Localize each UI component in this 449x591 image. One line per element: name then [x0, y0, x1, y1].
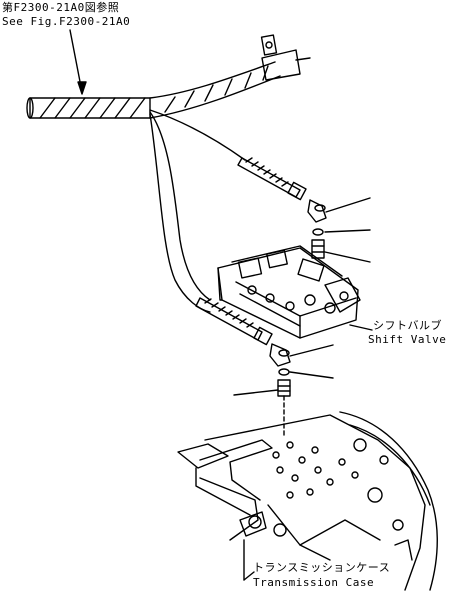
upper-hose	[237, 157, 307, 201]
reference-label-japanese: 第F2300-21A0図参照	[2, 1, 120, 14]
lower-elbow-fitting	[269, 343, 291, 367]
shift-valve-label-japanese: シフトバルブ	[373, 319, 442, 332]
harness-wires	[149, 109, 246, 313]
upper-leader-lines	[324, 197, 371, 263]
upper-o-ring	[312, 228, 324, 236]
shift-valve-label-english: Shift Valve	[368, 333, 447, 346]
transmission-case	[177, 411, 438, 591]
hose-clamp	[260, 34, 311, 81]
lower-leader-lines	[233, 344, 334, 396]
hose-bundle	[26, 61, 281, 119]
transmission-case-label-english: Transmission Case	[253, 576, 375, 589]
shift-valve-body	[217, 245, 361, 339]
lower-hose	[195, 297, 273, 346]
lower-connector	[277, 379, 291, 436]
transmission-case-label-japanese: トランスミッションケース	[253, 561, 391, 574]
reference-label-english: See Fig.F2300-21A0	[2, 15, 131, 28]
lower-o-ring	[278, 368, 290, 376]
shift-valve-leader	[349, 324, 373, 331]
upper-elbow-fitting	[307, 199, 327, 223]
reference-arrow	[69, 29, 87, 95]
